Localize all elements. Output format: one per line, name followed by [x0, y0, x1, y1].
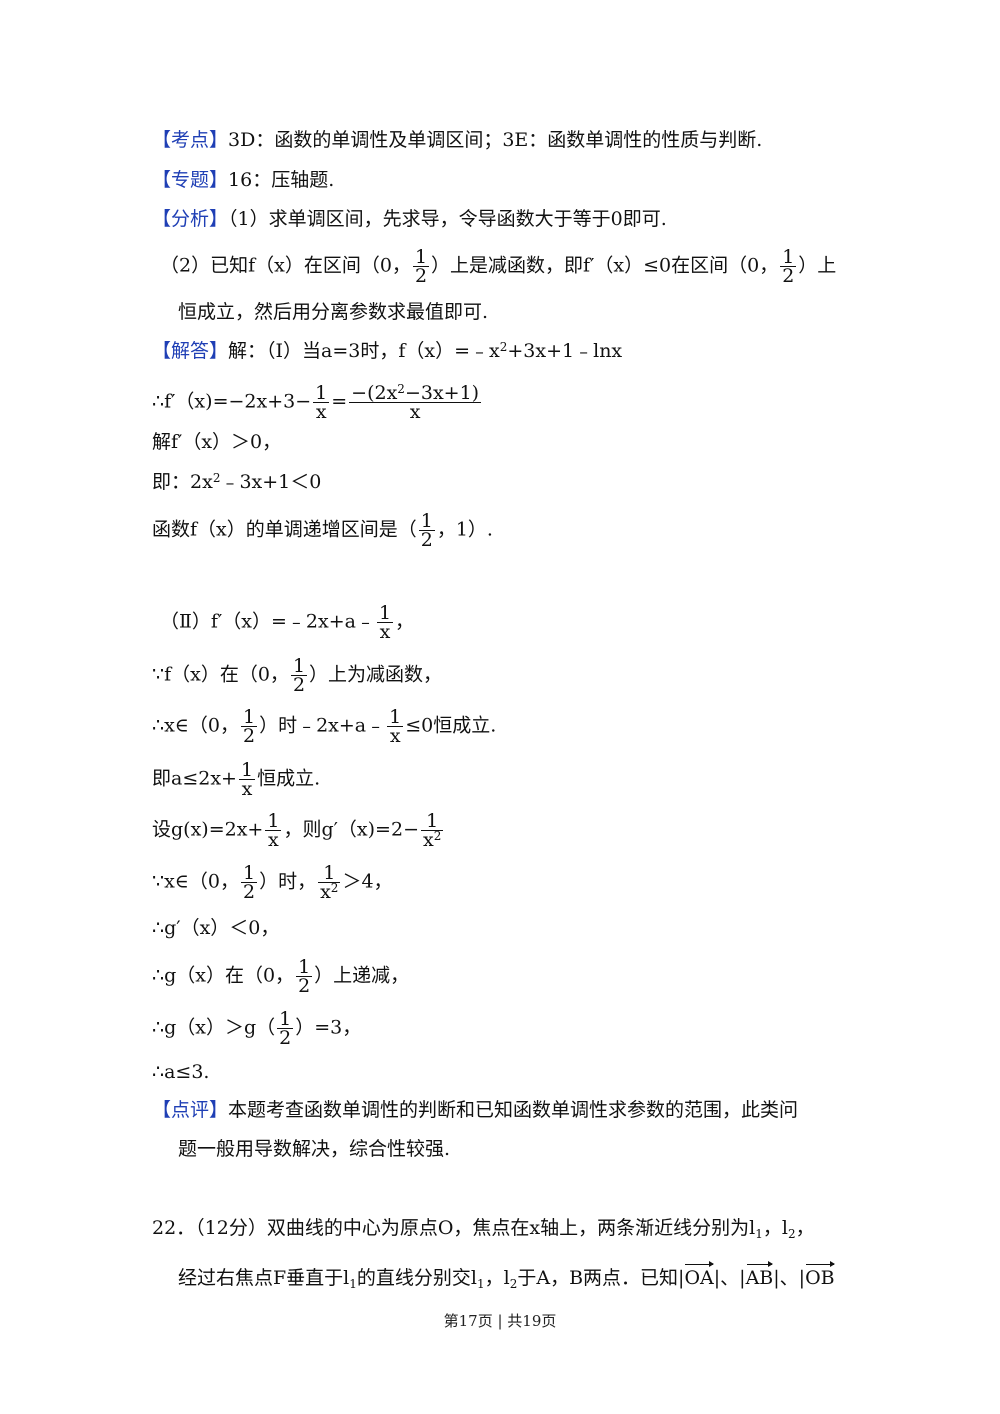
jieda-tag: 【解答】	[152, 340, 229, 362]
dianping-line2: 题一般用导数解决，综合性较强.	[178, 1138, 451, 1160]
vector-ob: OB	[805, 1261, 835, 1290]
q22-line2: 经过右焦点F垂直于l1的直线分别交l1，l2于A，B两点．已知|OA|、|AB|…	[178, 1261, 835, 1290]
fenxi-line2-a: （2）已知f（x）在区间（0，	[160, 254, 411, 277]
zhuanti-line: 【专题】16：压轴题.	[152, 168, 334, 192]
vector-oa: OA	[684, 1261, 715, 1290]
sup: 2	[499, 340, 508, 354]
part2-line7: ∴g′（x）＜0，	[152, 917, 280, 939]
jieda-line4: 即：2x2﹣3x+1＜0	[152, 471, 322, 493]
jieda-l2-a: ∴f′（x)=−2x+3−	[152, 390, 312, 413]
fenxi-tag: 【分析】	[152, 208, 229, 230]
fraction-derivative: −(2x2−3x+1)x	[349, 382, 482, 423]
kaodian-text: 3D：函数的单调性及单调区间；3E：函数单调性的性质与判断.	[228, 129, 763, 151]
fenxi-line2-c: ）上	[798, 254, 837, 277]
dianping-line: 【点评】本题考查函数单调性的判断和已知函数单调性求参数的范围，此类问	[152, 1098, 798, 1122]
part2-line10: ∴a≤3.	[152, 1061, 210, 1083]
vector-ab: AB	[746, 1261, 773, 1290]
zhuanti-tag: 【专题】	[152, 169, 229, 191]
zhuanti-text: 16：压轴题.	[228, 169, 335, 191]
fenxi-text: （1）求单调区间，先求导，令导函数大于等于0即可.	[228, 208, 667, 230]
jieda-line1: 【解答】解：（Ⅰ）当a=3时，f（x）=﹣x2+3x+1﹣lnx	[152, 339, 622, 363]
dianping-text: 本题考查函数单调性的判断和已知函数单调性求参数的范围，此类问	[228, 1099, 799, 1121]
kaodian-line: 【考点】3D：函数的单调性及单调区间；3E：函数单调性的性质与判断.	[152, 128, 762, 152]
equals: =	[331, 390, 348, 413]
fenxi-line: 【分析】（1）求单调区间，先求导，令导函数大于等于0即可.	[152, 207, 667, 231]
jieda-l1-b: +3x+1﹣lnx	[507, 340, 623, 362]
fenxi-line2-b: ）上是减函数，即f′（x）≤0在区间（0，	[431, 254, 779, 277]
jieda-line3: 解f′（x）＞0，	[152, 431, 282, 453]
dianping-tag: 【点评】	[152, 1099, 229, 1121]
q22-line1: 22．（12分）双曲线的中心为原点O，焦点在x轴上，两条渐近线分别为l1，l2，	[152, 1217, 815, 1241]
kaodian-tag: 【考点】	[152, 129, 229, 151]
fenxi-line3: 恒成立，然后用分离参数求最值即可.	[178, 301, 489, 323]
page-footer: 第17页 | 共19页	[443, 1312, 557, 1330]
jieda-l1: 解：（Ⅰ）当a=3时，f（x）=﹣x	[228, 340, 500, 362]
